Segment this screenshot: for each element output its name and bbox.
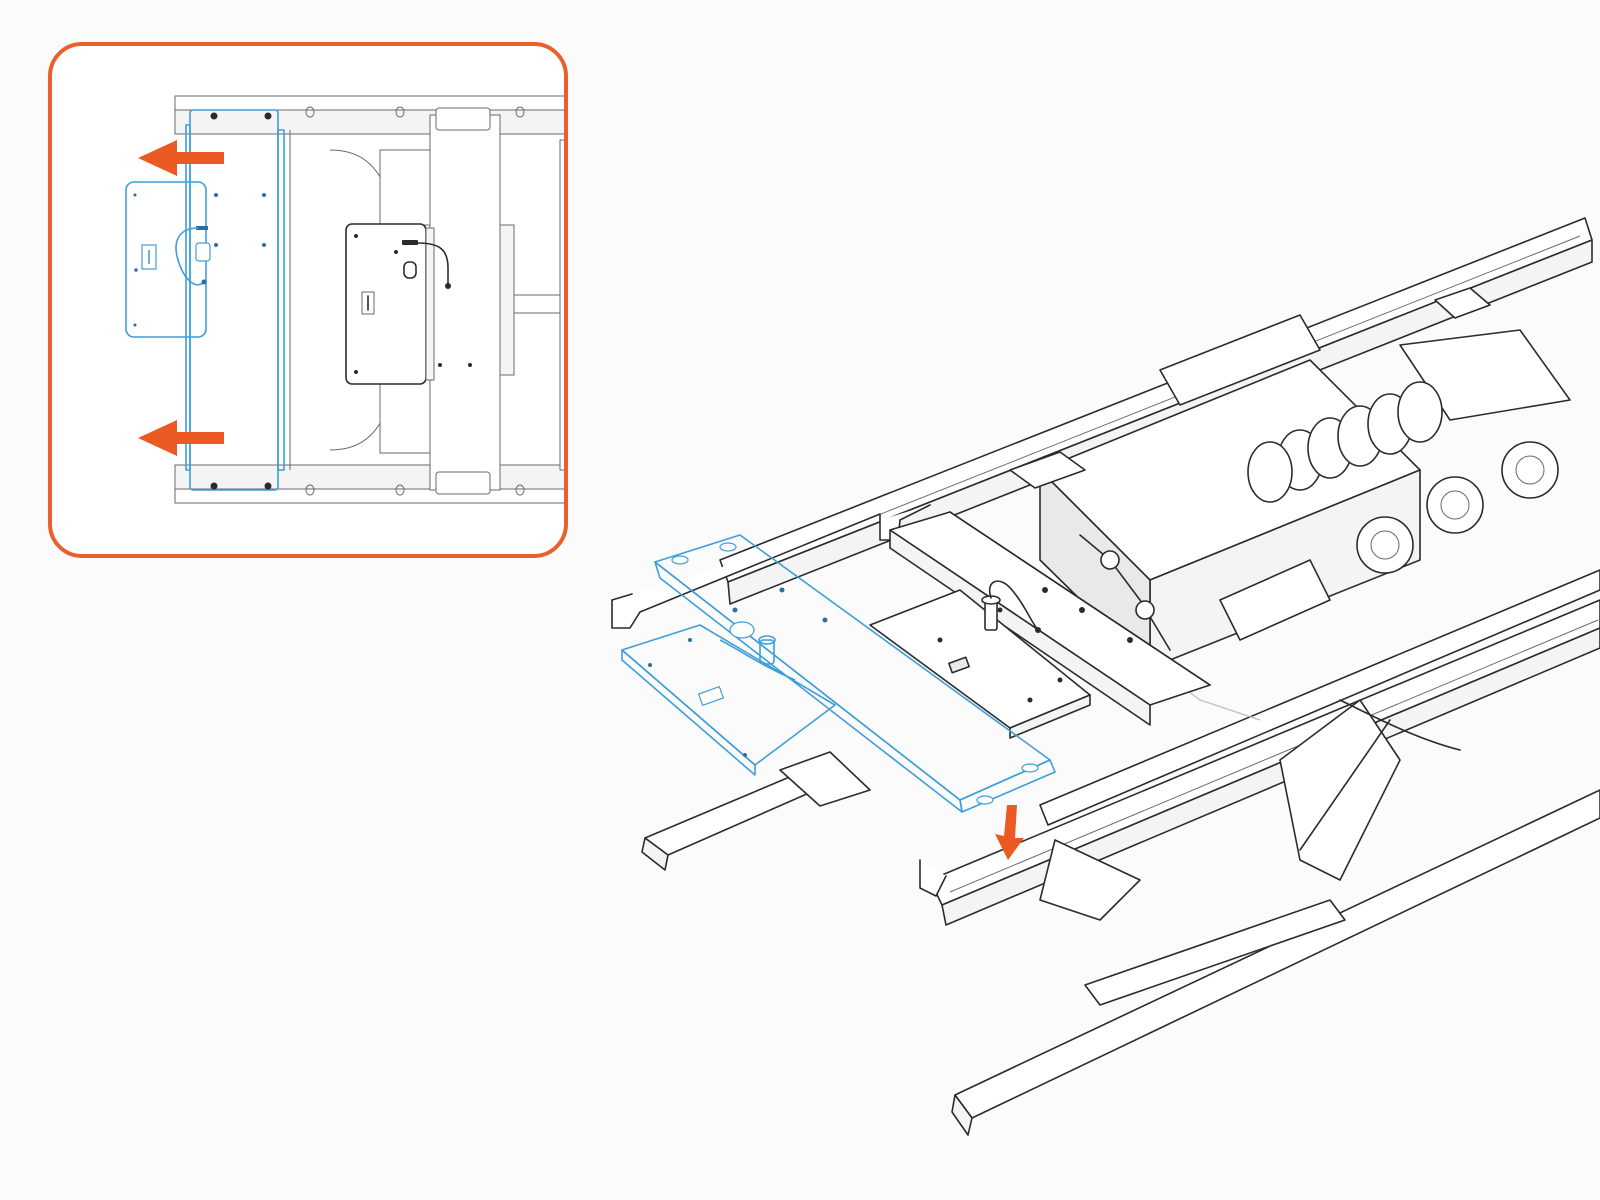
callout-content [125,95,566,504]
base-frame [641,699,1600,1136]
inset-top-rail [174,95,566,135]
cable-connector [981,580,1041,633]
cover-plate-highlight [654,534,1056,813]
tray [889,511,1211,726]
inset-cover-plate-highlight [175,109,285,491]
inset-bottom-rail [174,464,566,504]
main-isometric-view [611,217,1600,1136]
inset-frame [289,107,566,495]
inset-control-plate [345,223,472,385]
middle-rail [1039,569,1600,826]
down-arrow [995,805,1024,860]
machinery-block [1009,287,1571,751]
spring-coil [1247,381,1443,503]
front-channel [919,859,947,897]
callout-border [48,42,568,558]
inset-arrow-top [138,140,224,176]
callout-inset [48,42,568,558]
control-plate [869,580,1091,739]
inset-arrow-bottom [138,420,224,456]
small-panel-highlight [621,624,836,776]
